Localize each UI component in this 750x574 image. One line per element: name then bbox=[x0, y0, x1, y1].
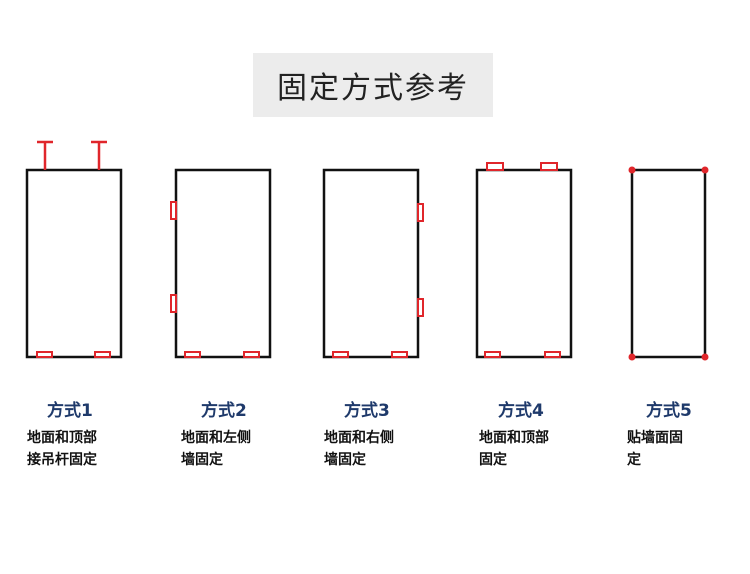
wall-bracket-right-bottom bbox=[417, 298, 424, 317]
floor-bracket-right bbox=[544, 351, 561, 358]
method-3-label: 方式3 bbox=[344, 401, 390, 421]
method-5-desc-line2: 定 bbox=[627, 452, 641, 468]
method-2-label: 方式2 bbox=[201, 401, 247, 421]
floor-bracket-left bbox=[332, 351, 349, 358]
method-2-desc-line1: 地面和左侧 bbox=[181, 430, 251, 446]
title-box: 固定方式参考 bbox=[253, 53, 493, 117]
method-5-description: 贴墙面固 定 bbox=[627, 427, 683, 471]
method-3-diagram bbox=[322, 168, 424, 359]
method-5-label: 方式5 bbox=[646, 401, 692, 421]
top-bracket-right bbox=[540, 162, 558, 171]
wall-bracket-right-top bbox=[417, 203, 424, 222]
corner-fixing-top-left bbox=[628, 166, 636, 174]
method-1-description: 地面和顶部 接吊杆固定 bbox=[27, 427, 97, 471]
method-4-label: 方式4 bbox=[498, 401, 544, 421]
method-4-desc-line1: 地面和顶部 bbox=[479, 430, 549, 446]
cabinet-frame-2 bbox=[174, 168, 272, 359]
corner-fixing-bottom-right bbox=[701, 353, 709, 361]
method-5-desc-line1: 贴墙面固 bbox=[627, 430, 683, 446]
method-3-description: 地面和右侧 墙固定 bbox=[324, 427, 394, 471]
method-1-desc-line2: 接吊杆固定 bbox=[27, 452, 97, 468]
method-2-diagram bbox=[170, 168, 272, 359]
wall-bracket-left-bottom bbox=[170, 294, 177, 313]
cabinet-frame-5 bbox=[630, 168, 707, 359]
method-2-desc-line2: 墙固定 bbox=[181, 452, 223, 468]
hanging-rod-right bbox=[91, 140, 107, 170]
method-3-desc-line2: 墙固定 bbox=[324, 452, 366, 468]
hanging-rod-left bbox=[37, 140, 53, 170]
cabinet-frame-3 bbox=[322, 168, 420, 359]
page-title: 固定方式参考 bbox=[277, 71, 469, 106]
method-1-diagram bbox=[25, 140, 123, 359]
method-4-description: 地面和顶部 固定 bbox=[479, 427, 549, 471]
floor-bracket-left bbox=[184, 351, 201, 358]
cabinet-frame-4 bbox=[475, 168, 573, 359]
method-4-desc-line2: 固定 bbox=[479, 452, 507, 468]
floor-bracket-right bbox=[391, 351, 408, 358]
method-3-desc-line1: 地面和右侧 bbox=[324, 430, 394, 446]
method-2-description: 地面和左侧 墙固定 bbox=[181, 427, 251, 471]
floor-bracket-left bbox=[484, 351, 501, 358]
method-4-diagram bbox=[475, 162, 573, 359]
floor-bracket-left bbox=[36, 351, 53, 358]
cabinet-frame-1 bbox=[25, 168, 123, 359]
floor-bracket-right bbox=[243, 351, 260, 358]
method-5-diagram bbox=[628, 166, 709, 361]
top-bracket-left bbox=[486, 162, 504, 171]
floor-bracket-right bbox=[94, 351, 111, 358]
wall-bracket-left-top bbox=[170, 201, 177, 220]
corner-fixing-bottom-left bbox=[628, 353, 636, 361]
method-1-label: 方式1 bbox=[47, 401, 93, 421]
corner-fixing-top-right bbox=[701, 166, 709, 174]
method-1-desc-line1: 地面和顶部 bbox=[27, 430, 97, 446]
